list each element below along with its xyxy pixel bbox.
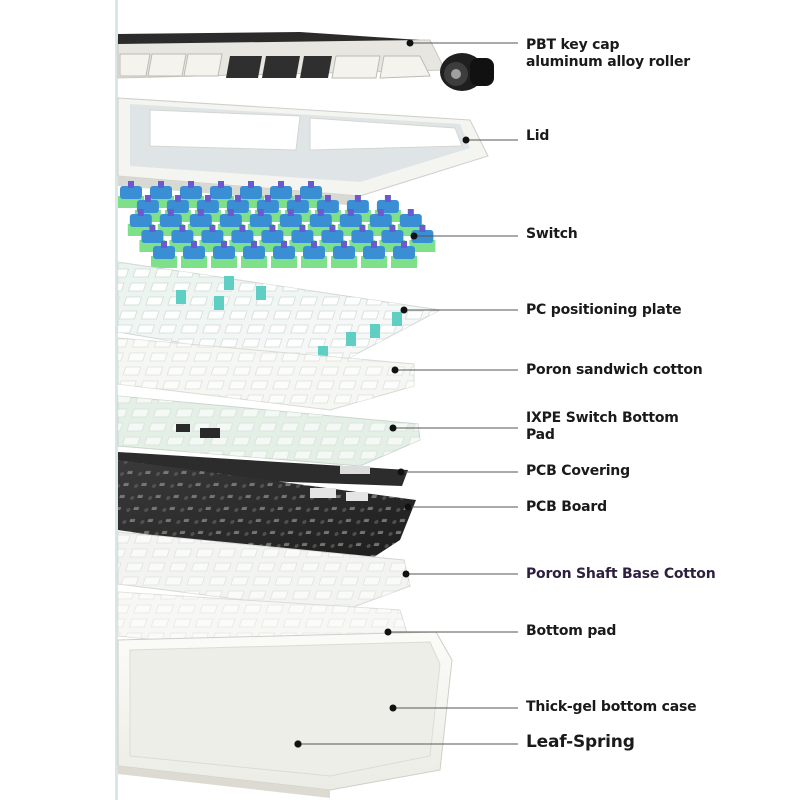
stabilizer-icon bbox=[224, 276, 234, 290]
stabilizer-icon bbox=[370, 324, 380, 338]
label-text: Leaf-Spring bbox=[526, 732, 635, 752]
switch-icon bbox=[217, 209, 244, 236]
stabilizer-icon bbox=[214, 296, 224, 310]
label-thick-gel-bottom-case: Thick-gel bottom case bbox=[526, 699, 697, 716]
label-poron-shaft-base-cotton: Poron Shaft Base Cotton bbox=[526, 566, 716, 583]
poron-shaft-base-layer bbox=[117, 531, 411, 613]
label-text: PCB Board bbox=[526, 499, 607, 515]
switch-icon bbox=[271, 241, 297, 268]
switch-icon bbox=[151, 241, 177, 268]
keycap-layer bbox=[117, 32, 494, 91]
label-text: PCB Covering bbox=[526, 463, 630, 479]
label-text: IXPE Switch Bottom bbox=[526, 410, 679, 426]
label-pc-positioning-plate: PC positioning plate bbox=[526, 302, 682, 319]
label-text: Lid bbox=[526, 128, 550, 144]
label-text: PBT key cap bbox=[526, 37, 620, 53]
label-text: Bottom pad bbox=[526, 623, 617, 639]
label-text: Pad bbox=[526, 427, 555, 443]
switch-icon bbox=[277, 209, 304, 236]
label-text: Poron sandwich cotton bbox=[526, 362, 703, 378]
label-text: PC positioning plate bbox=[526, 302, 682, 318]
bottom-case-layer bbox=[117, 631, 453, 798]
label-lid: Lid bbox=[526, 128, 549, 145]
label-bottom-pad: Bottom pad bbox=[526, 623, 616, 640]
pc-positioning-plate-layer bbox=[117, 261, 442, 369]
left-edge-strip bbox=[115, 0, 118, 800]
switch-icon bbox=[361, 241, 387, 268]
leader-lines bbox=[294, 39, 518, 748]
lid-layer bbox=[117, 97, 489, 206]
poron-sandwich-layer bbox=[117, 337, 415, 411]
switch-icon bbox=[331, 241, 357, 268]
label-leaf-spring: Leaf-Spring bbox=[526, 734, 635, 751]
ixpe-pad-layer bbox=[117, 395, 421, 467]
label-text: aluminum alloy roller bbox=[526, 54, 690, 70]
switch-layer bbox=[118, 181, 436, 268]
label-ixpe-switch-bottom-pad: IXPE Switch Bottom Pad bbox=[526, 410, 679, 444]
label-pcb-covering: PCB Covering bbox=[526, 463, 630, 480]
label-pcb-board: PCB Board bbox=[526, 499, 607, 516]
stabilizer-icon bbox=[318, 346, 328, 360]
switch-icon bbox=[379, 225, 406, 252]
label-text: Switch bbox=[526, 226, 578, 242]
switch-icon bbox=[241, 241, 267, 268]
label-switch: Switch bbox=[526, 226, 578, 243]
switch-icon bbox=[211, 241, 237, 268]
label-poron-sandwich-cotton: Poron sandwich cotton bbox=[526, 362, 703, 379]
label-pbt-key-cap: PBT key cap aluminum alloy roller bbox=[526, 37, 690, 71]
stabilizer-icon bbox=[256, 286, 266, 300]
label-text: Thick-gel bottom case bbox=[526, 699, 697, 715]
switch-icon bbox=[181, 241, 207, 268]
switch-icon bbox=[301, 241, 327, 268]
stabilizer-icon bbox=[176, 290, 186, 304]
stabilizer-icon bbox=[346, 332, 356, 346]
aluminum-roller-icon bbox=[440, 53, 494, 91]
stabilizer-icon bbox=[392, 312, 402, 326]
switch-icon bbox=[391, 241, 417, 268]
label-text: Poron Shaft Base Cotton bbox=[526, 566, 716, 582]
